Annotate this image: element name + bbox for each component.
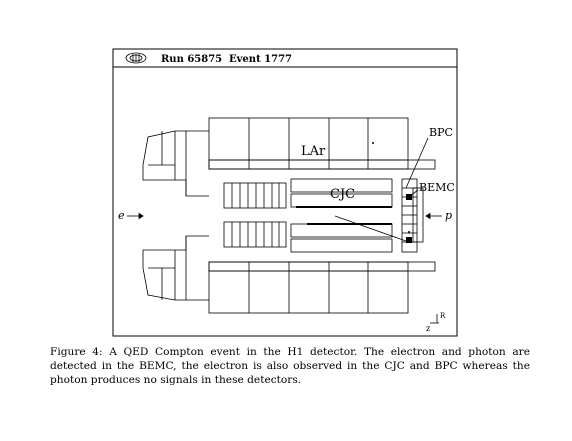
- forward-tracker-lower: [223, 221, 287, 248]
- cjc-label: CJC: [330, 187, 355, 202]
- axis-r-label: R: [440, 312, 446, 320]
- hit-dot-lar: [372, 142, 374, 144]
- forward-muon-structure-lower: [142, 235, 209, 301]
- bpc-label: BPC: [429, 126, 453, 139]
- coordinate-axes-icon: [430, 314, 439, 324]
- display-frame: [112, 48, 458, 337]
- electron-track: [334, 215, 407, 242]
- electron-beam-arrow-icon: [127, 212, 144, 220]
- h1-logo-icon: [125, 52, 147, 64]
- hit-dot-bpc: [408, 231, 410, 233]
- run-label: Run 65875: [161, 54, 222, 65]
- bemc-energy-deposits: [406, 194, 412, 243]
- proton-beam-label: p: [445, 209, 452, 222]
- axis-z-label: z: [426, 324, 430, 333]
- forward-muon-structure-upper: [142, 130, 209, 197]
- cjc-track-hits: [296, 206, 392, 225]
- bemc-leader-line: [409, 189, 419, 197]
- bemc-label: BEMC: [419, 181, 455, 194]
- figure-caption: Figure 4: A QED Compton event in the H1 …: [50, 346, 530, 386]
- bemc-calorimeter: [401, 178, 424, 253]
- proton-beam-arrow-icon: [425, 212, 442, 220]
- bpc-leader-line: [405, 137, 429, 189]
- forward-tracker-upper: [223, 182, 287, 209]
- lar-calorimeter-lower: [208, 261, 436, 314]
- lar-calorimeter-upper: [208, 117, 436, 170]
- lar-label: LAr: [301, 144, 326, 159]
- event-label: Event 1777: [229, 54, 292, 65]
- electron-beam-label: e: [118, 209, 125, 222]
